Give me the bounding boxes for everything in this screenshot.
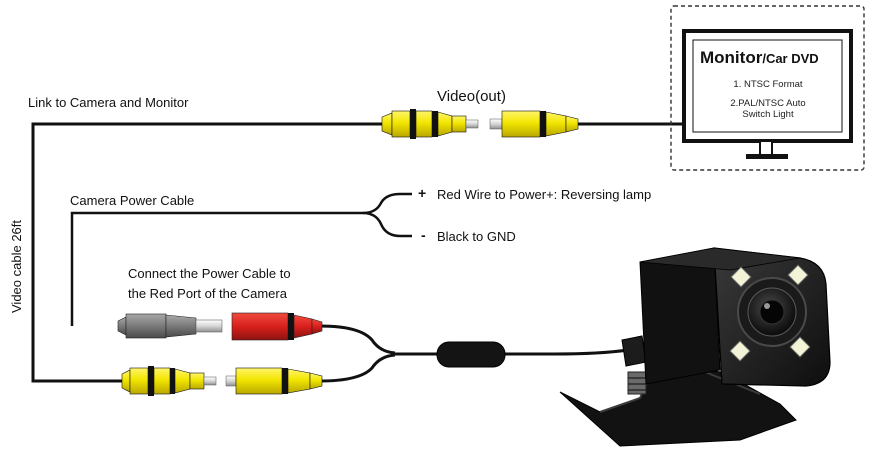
monitor-line-2a: 2.PAL/NTSC Auto xyxy=(730,98,806,109)
backup-camera xyxy=(559,247,831,447)
video-rca-female-bottom xyxy=(225,367,323,395)
video-out-rca-male xyxy=(381,109,479,139)
cable-grommet xyxy=(436,341,506,368)
black-wire-label: Black to GND xyxy=(437,229,516,244)
video-cable-top xyxy=(31,122,688,383)
monitor-line-2b: Switch Light xyxy=(742,109,794,120)
monitor-line-1: 1. NTSC Format xyxy=(733,79,803,90)
power-plug-gray xyxy=(117,313,223,339)
video-cable-label: Video cable 26ft xyxy=(9,220,24,313)
monitor-icon xyxy=(670,5,865,171)
video-out-rca-female xyxy=(489,110,579,138)
monitor-title: Monitor/Car DVD xyxy=(700,48,819,68)
power-cable-branch xyxy=(70,192,412,326)
plus-sign: + xyxy=(418,185,427,201)
y-splitter-cable xyxy=(319,324,629,383)
video-rca-male-bottom xyxy=(121,366,217,396)
monitor-title-sub: /Car DVD xyxy=(762,51,819,66)
connect-label-line2: the Red Port of the Camera xyxy=(128,286,287,301)
link-label: Link to Camera and Monitor xyxy=(28,95,189,110)
red-wire-label: Red Wire to Power+: Reversing lamp xyxy=(437,187,652,202)
connect-label-line1: Connect the Power Cable to xyxy=(128,266,291,281)
video-out-label: Video(out) xyxy=(437,88,506,105)
power-cable-label: Camera Power Cable xyxy=(70,193,195,208)
power-port-red xyxy=(231,312,323,341)
monitor-title-main: Monitor xyxy=(700,48,763,67)
minus-sign: - xyxy=(421,227,426,243)
